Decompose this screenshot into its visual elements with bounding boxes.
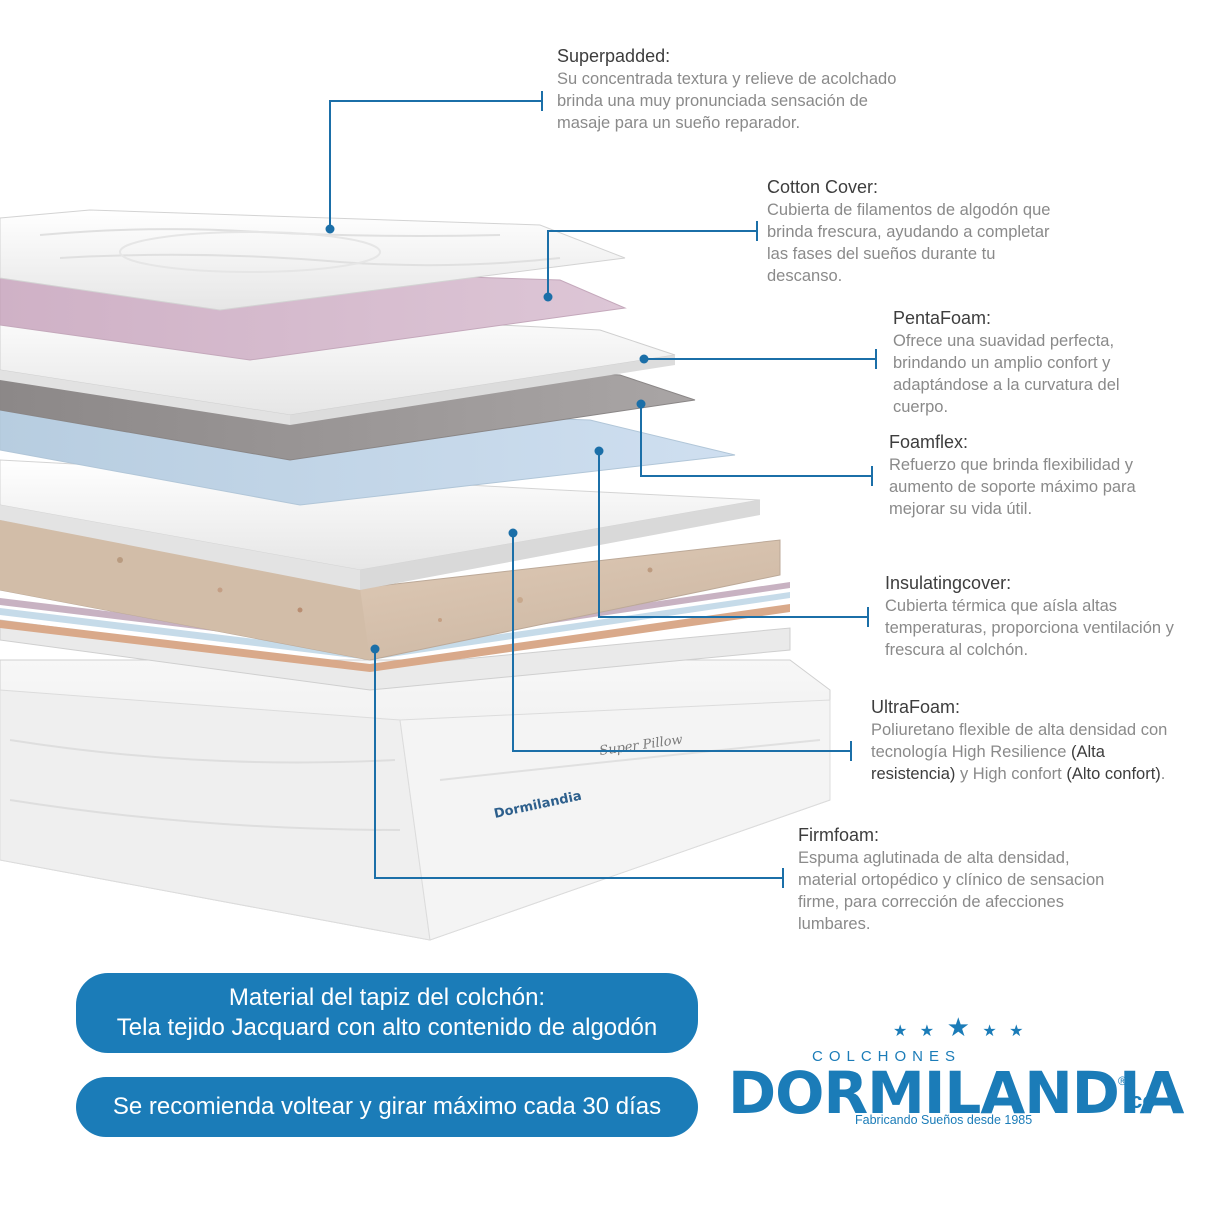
banner-line-1: Material del tapiz del colchón: [228, 984, 546, 1011]
label-title: Foamflex: [889, 432, 969, 452]
label-title: Cotton Cover: [767, 177, 879, 197]
fabric-material-banner: Material del tapiz del colchón: Tela tej… [76, 973, 698, 1053]
label-title: Firmfoam: [798, 825, 879, 845]
banner-line-2: Tela tejido Jacquard con alto contenido … [116, 1014, 658, 1041]
label-title: Insulatingcover: [885, 573, 1012, 593]
logo-wordmark: DORMILANDIA [728, 1059, 1184, 1127]
registered-icon: ® [1118, 1074, 1127, 1088]
label-foamflex: Foamflex: Refuerzo que brinda flexibilid… [889, 430, 1169, 520]
label-title: UltraFoam: [871, 697, 961, 717]
star-icons: ★ ★ ★ ★ ★ [893, 1012, 1028, 1042]
label-highlight-b: (Alto confort) [1066, 765, 1161, 783]
label-desc: Refuerzo que brinda flexibilidad y aumen… [889, 456, 1136, 518]
thin-layers [0, 582, 791, 691]
label-desc: Espuma aglutinada de alta densidad, mate… [798, 849, 1105, 933]
label-desc: Ofrece una suavidad perfecta, brindando … [893, 332, 1120, 416]
label-desc-a: Poliuretano flexible de alta densidad co… [871, 721, 1168, 761]
label-highlight-a: (Alta resistencia) [871, 743, 1105, 783]
label-pentafoam: PentaFoam: Ofrece una suavidad perfecta,… [893, 306, 1163, 418]
label-firmfoam: Firmfoam: Espuma aglutinada de alta dens… [798, 823, 1108, 935]
label-title: Superpadded: [557, 46, 671, 66]
label-desc: Su concentrada textura y relieve de acol… [557, 70, 897, 132]
leader-lines [329, 91, 877, 888]
leader-dots [325, 224, 649, 654]
logo-colchones: COLCHONES [812, 1048, 962, 1065]
label-ultrafoam: UltraFoam: Poliuretano flexible de alta … [871, 695, 1176, 785]
label-insulatingcover: Insulatingcover: Cubierta térmica que aí… [885, 571, 1185, 661]
label-superpadded: Superpadded: Su concentrada textura y re… [557, 44, 897, 134]
label-title: PentaFoam: [893, 308, 992, 328]
banner-text: Se recomienda voltear y girar máximo cad… [112, 1093, 662, 1120]
logo-suffix: .co [1124, 1088, 1156, 1113]
label-cotton-cover: Cotton Cover: Cubierta de filamentos de … [767, 175, 1062, 287]
label-desc: Cubierta de filamentos de algodón que br… [767, 201, 1051, 285]
superpadded-layer [0, 209, 626, 311]
mattress-base: Dormilandia Super Pillow [0, 659, 831, 941]
label-desc-b: y High confort [955, 765, 1067, 783]
care-recommendation-banner: Se recomienda voltear y girar máximo cad… [76, 1077, 698, 1137]
logo-tagline: Fabricando Sueños desde 1985 [855, 1113, 1033, 1127]
label-desc: Cubierta térmica que aísla altas tempera… [885, 597, 1174, 659]
label-desc-c: . [1160, 765, 1166, 783]
